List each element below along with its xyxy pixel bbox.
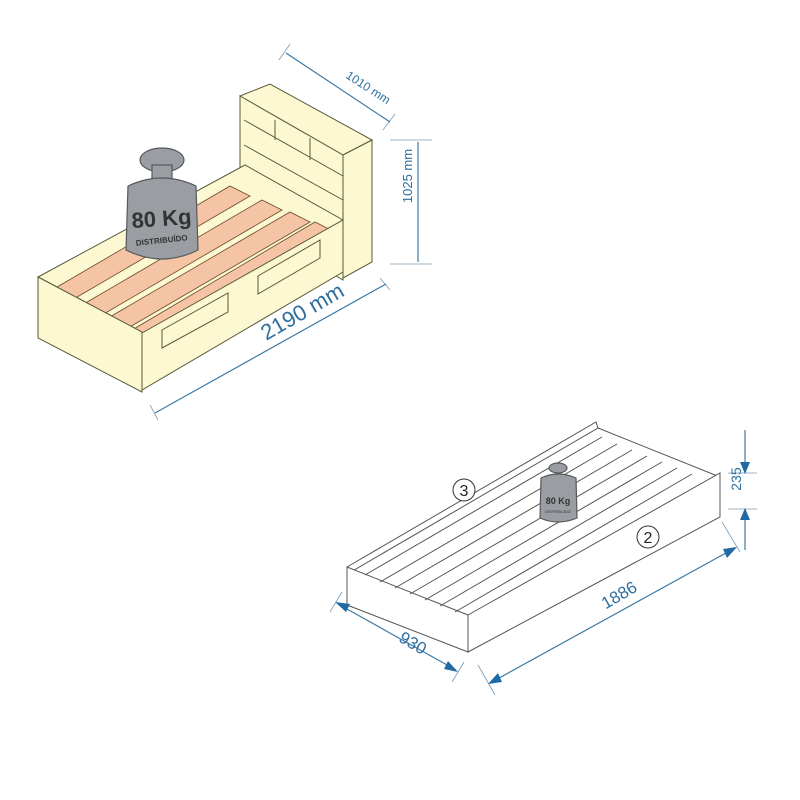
dimension-length — [149, 277, 391, 421]
trundle-slats — [364, 427, 721, 613]
shelf-line — [243, 119, 344, 177]
bed-weight-icon — [125, 147, 199, 260]
dimension-height-label: 1025 mm — [400, 149, 415, 203]
trundle-weight-sublabel: DISTRIBUÍDO — [545, 509, 571, 514]
footboard — [37, 276, 143, 393]
callout-3: 3 — [452, 478, 476, 502]
callout-2: 2 — [636, 525, 660, 549]
dimension-trundle-height-label: 235 — [728, 467, 744, 491]
shelf-line — [243, 144, 344, 201]
drawer-front — [161, 292, 229, 349]
dimension-depth — [278, 43, 396, 131]
bed-weight-label: 80 Kg — [131, 204, 193, 233]
dimension-height — [390, 139, 432, 265]
dimension-depth-label: 1010 mm — [343, 68, 393, 107]
svg-text:2: 2 — [644, 530, 653, 547]
trundle-front-panel — [467, 472, 721, 653]
dimension-trundle-width — [329, 591, 465, 683]
dimension-trundle-length-label: 1886 — [598, 578, 640, 613]
dimension-trundle-length — [477, 521, 741, 696]
trundle-drawing — [346, 421, 721, 653]
drawer-front — [257, 239, 321, 295]
trundle-weight-icon — [539, 462, 578, 523]
svg-text:3: 3 — [460, 483, 469, 500]
dimension-trundle-height — [728, 430, 757, 550]
trundle-weight-label: 80 Kg — [546, 496, 571, 506]
bed-drawing — [36, 83, 374, 393]
headboard-side — [342, 139, 373, 279]
